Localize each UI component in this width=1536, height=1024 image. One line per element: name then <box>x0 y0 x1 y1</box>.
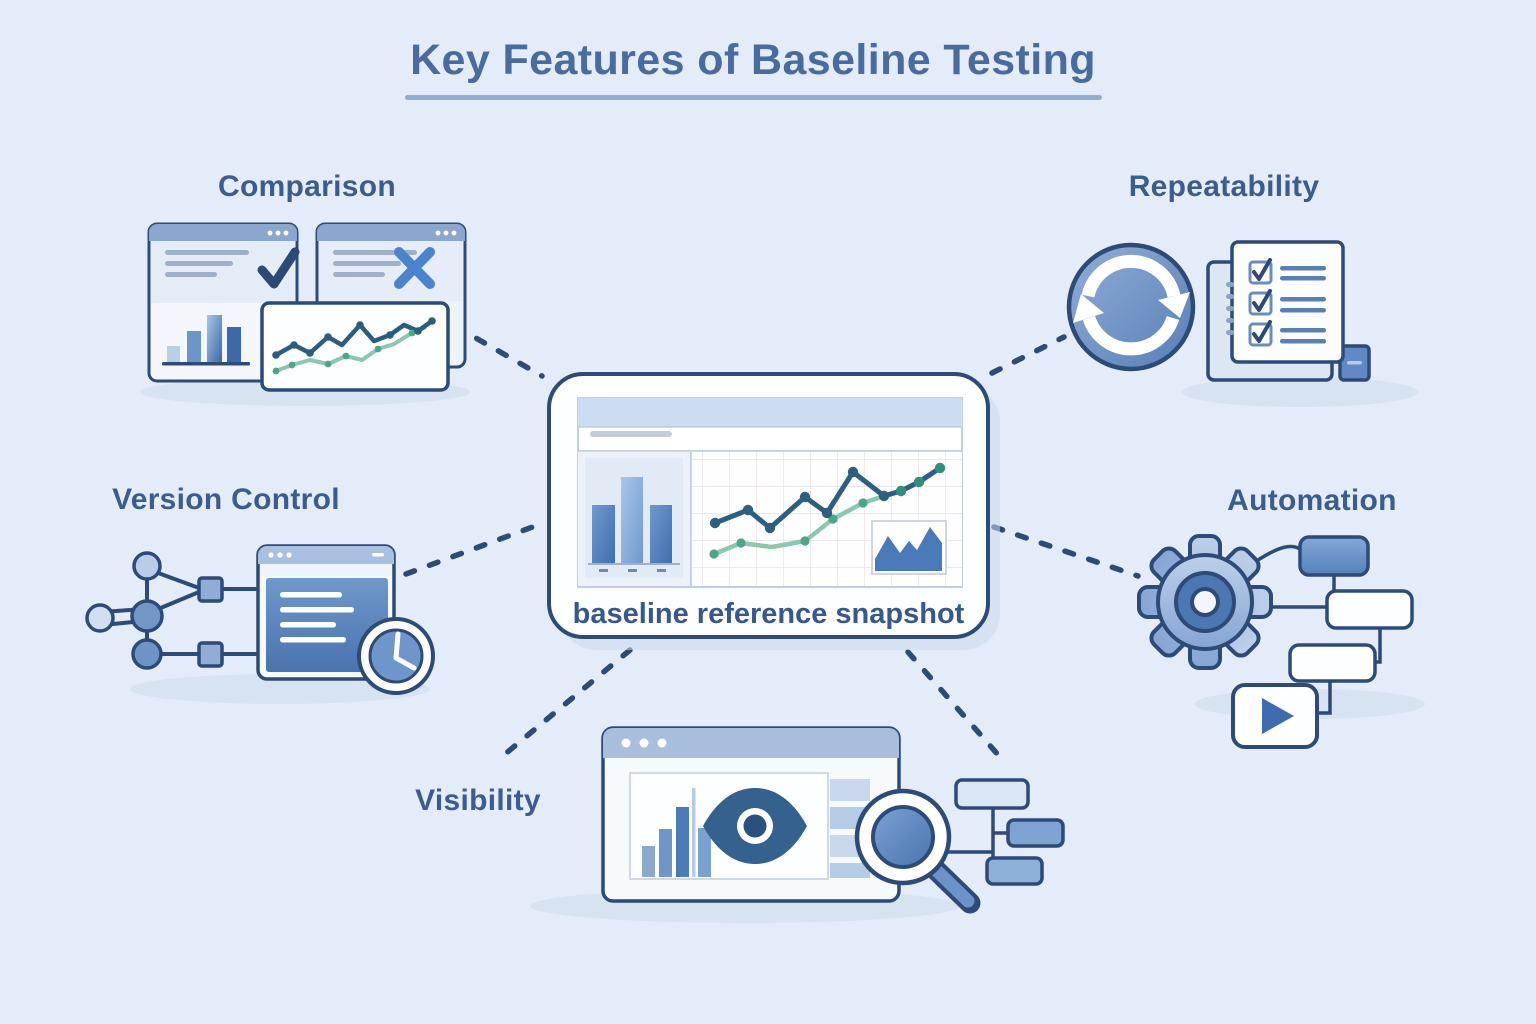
magnifier-icon <box>854 788 981 914</box>
title-underline <box>405 95 1102 100</box>
automation-illustration <box>1137 534 1414 749</box>
code-lines <box>280 592 354 643</box>
version-control-illustration <box>85 544 435 695</box>
gear-icon <box>1137 534 1273 670</box>
feature-label-repeatability: Repeatability <box>1128 170 1320 203</box>
history-clock-icon <box>357 617 435 695</box>
area-chart-inset-icon <box>871 520 947 575</box>
eye-icon <box>703 788 807 864</box>
mini-flowchart-icon <box>946 778 1065 886</box>
refresh-loop-icon <box>1066 242 1196 372</box>
commit-graph-icon <box>85 551 260 670</box>
mini-bar-chart-icon <box>642 788 711 877</box>
checkbox-rows <box>1248 258 1326 347</box>
connector-comparison <box>452 323 545 379</box>
trend-comparison-chart-icon <box>260 301 450 392</box>
text-lines <box>333 250 417 277</box>
repeatability-illustration <box>1066 240 1371 382</box>
feature-label-automation: Automation <box>1227 484 1397 517</box>
feature-label-comparison: Comparison <box>217 170 397 203</box>
central-trend-chart-icon <box>692 452 962 586</box>
bar-chart-icon <box>162 315 250 366</box>
check-icon <box>257 247 300 289</box>
passed-window-icon <box>147 222 300 383</box>
feature-label-version-control: Version Control <box>112 483 340 516</box>
connector-visibility-right <box>905 649 1003 760</box>
connector-repeatability <box>989 334 1067 376</box>
checklist-document-icon <box>1206 240 1371 382</box>
central-bar-chart-icon <box>585 458 683 578</box>
binding-marks <box>1226 282 1234 335</box>
connector-lines <box>403 323 1141 763</box>
baseline-card <box>547 372 1000 650</box>
workflow-boxes-icon <box>1288 535 1414 683</box>
feature-label-visibility: Visibility <box>415 784 541 817</box>
connector-version-control <box>403 519 549 577</box>
visibility-illustration <box>601 726 1065 914</box>
connector-visibility <box>495 647 633 763</box>
page-title: Key Features of Baseline Testing <box>410 36 1096 84</box>
baseline-dashboard-window-icon <box>577 397 963 588</box>
connector-automation <box>991 524 1141 579</box>
baseline-caption: baseline reference snapshot <box>572 598 965 630</box>
comparison-illustration <box>147 222 467 392</box>
x-icon <box>394 247 435 289</box>
play-button-icon <box>1231 683 1319 749</box>
text-lines <box>165 250 249 277</box>
report-window-icon <box>601 726 901 903</box>
